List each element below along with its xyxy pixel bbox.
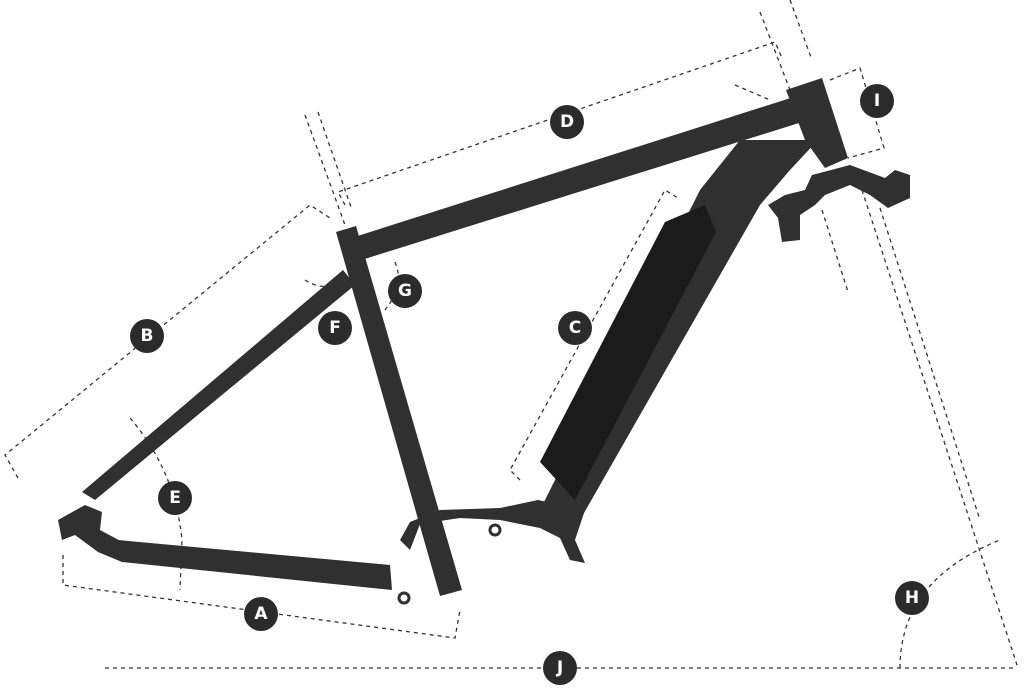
chain-stay [98, 540, 392, 590]
motor-housing [400, 500, 585, 563]
badge-g-label: G [398, 281, 412, 301]
rear-dropout-eyelet [397, 591, 411, 605]
badge-i: I [860, 84, 894, 118]
badge-b: B [130, 319, 164, 353]
seat-tube-axis-line [304, 114, 346, 226]
badge-d: D [550, 105, 584, 139]
dimension-line-b [4, 204, 331, 479]
badge-j: J [543, 651, 577, 685]
top-tube [345, 95, 815, 262]
badge-c-label: C [569, 318, 581, 338]
badge-f: F [318, 311, 352, 345]
badge-b-label: B [141, 326, 154, 346]
seat-tube [336, 226, 462, 596]
badge-a: A [244, 597, 278, 631]
badge-f-label: F [329, 318, 341, 338]
head-angle-axis [861, 189, 1019, 669]
battery-pack [540, 205, 716, 500]
headset-clamp [768, 165, 910, 242]
badge-h-label: H [905, 588, 919, 608]
motor-bolt [488, 523, 502, 537]
badge-d-label: D [560, 112, 574, 132]
badge-i-label: I [874, 91, 880, 111]
badge-h: H [895, 581, 929, 615]
badge-e-label: E [169, 488, 181, 508]
label-badges: A B C D E F G H [130, 84, 929, 685]
badge-j-label: J [556, 658, 563, 678]
rear-dropout [58, 505, 128, 562]
badge-e: E [158, 481, 192, 515]
bike-frame [58, 78, 910, 605]
head-tube [786, 78, 848, 168]
seat-stay [82, 270, 355, 500]
badge-c: C [558, 311, 592, 345]
head-tube-axis-top [759, 11, 791, 91]
badge-g: G [388, 274, 422, 308]
dimension-line-e [129, 417, 183, 591]
head-tube-axis-bottom [821, 209, 849, 293]
head-tube-axis-top-2 [789, 0, 813, 61]
badge-a-label: A [254, 604, 268, 624]
stack-line [734, 84, 771, 101]
seat-tube-axis-line-2 [317, 111, 353, 211]
head-angle-axis-2 [879, 207, 981, 521]
